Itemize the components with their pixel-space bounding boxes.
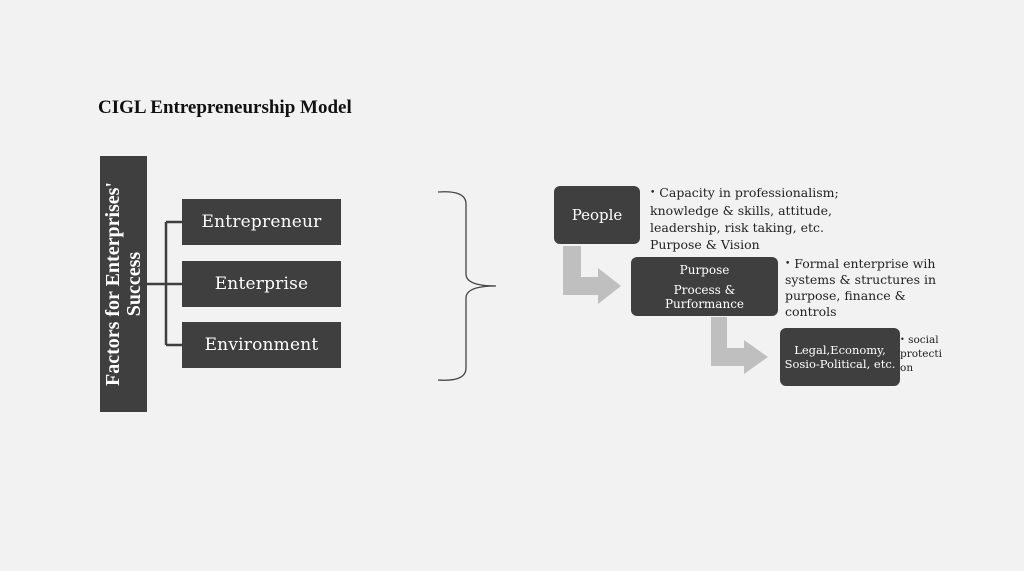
step-environment-note-text: social protecti on (900, 334, 942, 374)
step-environment: Legal,Economy, Sosio-Political, etc. (780, 328, 900, 386)
step-environment-note: • social protecti on (900, 333, 952, 375)
step-people-note-text: Capacity in professionalism; knowledge &… (650, 185, 839, 252)
bullet-icon: • (785, 259, 791, 269)
step-environment-label: Legal,Economy, Sosio-Political, etc. (784, 343, 896, 371)
factor-entrepreneur: Entrepreneur (182, 199, 341, 245)
bullet-icon: • (650, 188, 656, 198)
step-process-label: Process & Purformance (664, 282, 745, 311)
bullet-icon: • (900, 335, 905, 344)
factor-environment: Environment (182, 322, 341, 368)
bent-arrow-2 (711, 317, 768, 374)
side-label-bar: Factors for Enterprises' Success (100, 156, 147, 412)
step-purpose-note-text: Formal enterprise wih systems & structur… (785, 256, 937, 319)
diagram-title: CIGL Entrepreneurship Model (98, 97, 352, 118)
bent-arrow-1 (563, 246, 621, 304)
step-people-label: People (571, 206, 623, 224)
step-people-note: • Capacity in professionalism; knowledge… (650, 184, 855, 253)
step-people: People (554, 186, 640, 244)
step-purpose: Purpose Process & Purformance (631, 257, 778, 316)
curly-brace (437, 191, 497, 381)
step-purpose-label: Purpose (679, 262, 730, 277)
step-purpose-note: • Formal enterprise wih systems & struct… (785, 256, 950, 320)
factor-enterprise: Enterprise (182, 261, 341, 307)
